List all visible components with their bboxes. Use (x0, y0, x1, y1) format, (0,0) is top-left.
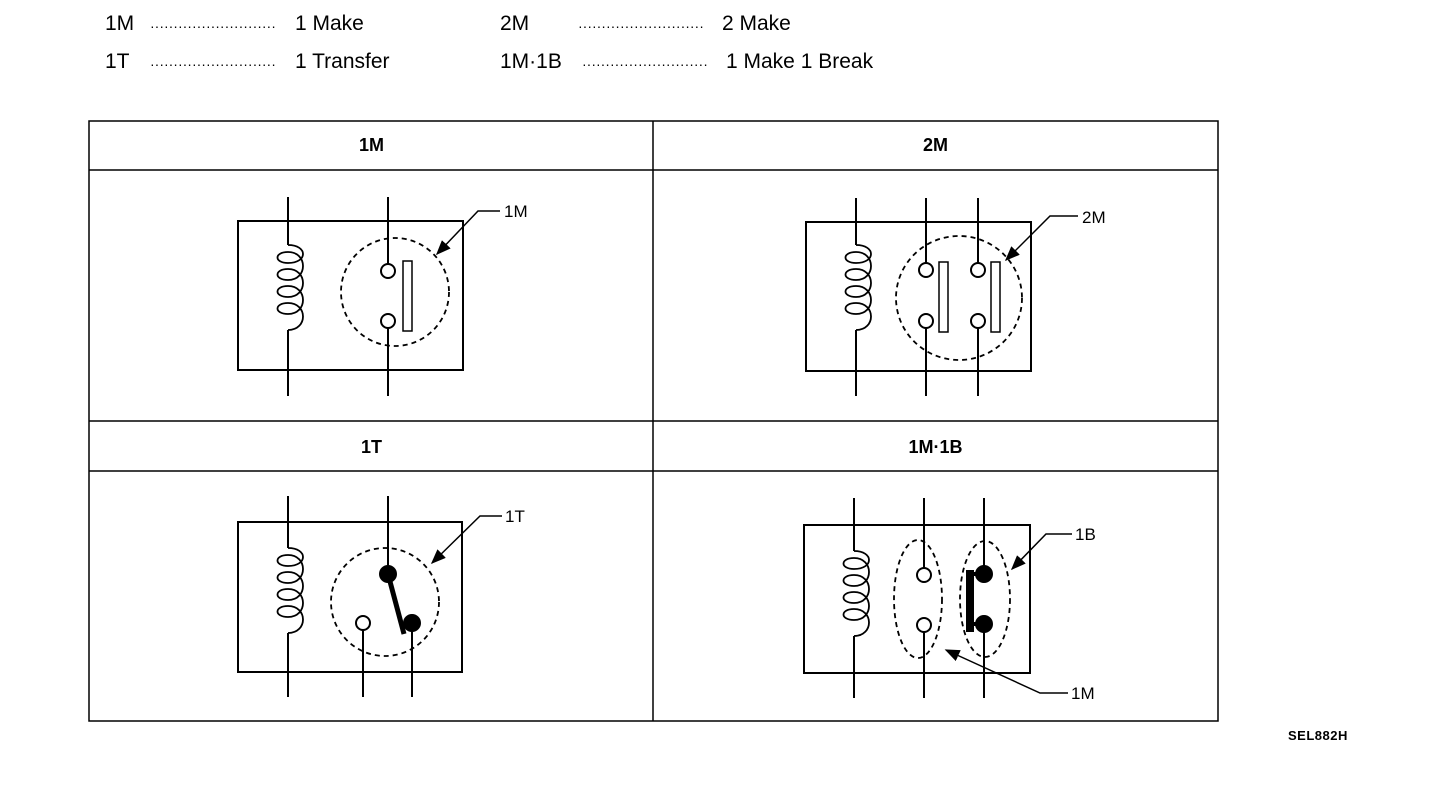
legend-dots: ··························· (578, 18, 704, 34)
legend-abbr: 2M (500, 12, 530, 35)
relay-1m (237, 197, 500, 396)
legend-row-1m: 1M ··························· 1 Make (105, 12, 505, 38)
callout-1m: 1M (504, 202, 528, 221)
relay-2m (805, 198, 1078, 396)
legend-row-1m1b: 1M·1B ··························· 1 Make… (500, 50, 920, 76)
header-2m: 2M (922, 135, 948, 155)
callout-1b: 1B (1075, 525, 1096, 544)
legend-abbr: 1T (105, 50, 130, 73)
legend-row-2m: 2M ··························· 2 Make (500, 12, 900, 38)
legend-meaning: 2 Make (722, 12, 791, 35)
legend-dots: ··························· (150, 18, 276, 34)
legend-meaning: 1 Transfer (295, 50, 390, 73)
relay-1m1b (803, 498, 1072, 698)
legend-meaning: 1 Make 1 Break (726, 50, 874, 73)
legend-abbr: 1M (105, 12, 135, 35)
legend-row-1t: 1T ··························· 1 Transfe… (105, 50, 505, 76)
table-grid (88, 120, 1219, 722)
legend-meaning: 1 Make (295, 12, 364, 35)
legend-abbr: 1M·1B (500, 50, 562, 73)
callout-1t: 1T (505, 507, 525, 526)
header-1m1b: 1M·1B (908, 437, 963, 457)
figure-code: SEL882H (1288, 728, 1348, 743)
callout-2m: 2M (1082, 208, 1106, 227)
callout-1m-lower: 1M (1071, 684, 1095, 703)
header-1m: 1M (358, 135, 384, 155)
legend-dots: ··························· (150, 56, 276, 72)
legend-dots: ··························· (582, 56, 708, 72)
relay-1t (237, 496, 502, 697)
header-1t: 1T (360, 437, 382, 457)
